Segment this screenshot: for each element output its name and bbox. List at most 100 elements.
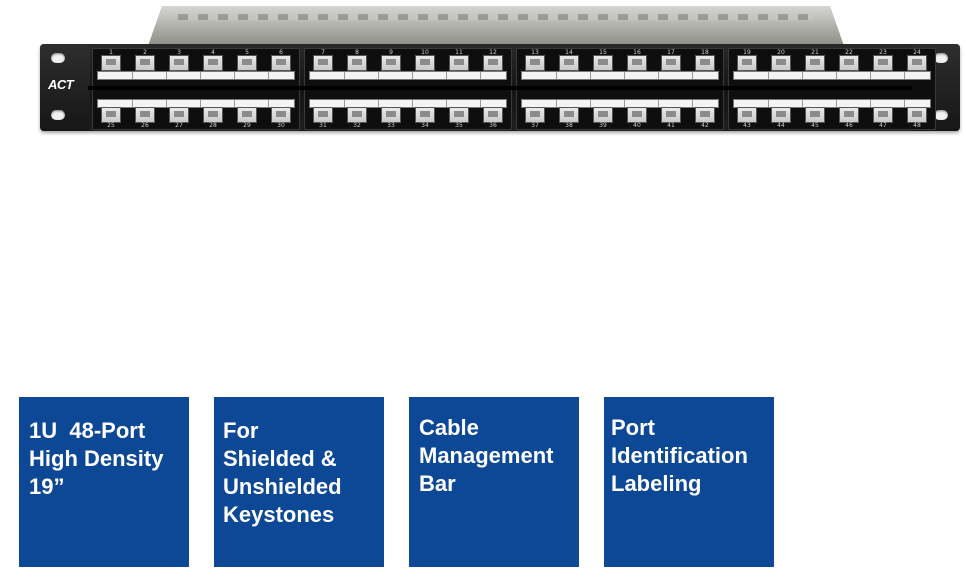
port-number: 21 — [811, 49, 819, 56]
port-number: 37 — [531, 122, 539, 129]
port-number: 36 — [489, 122, 497, 129]
keystone-port — [559, 107, 579, 123]
port-number: 11 — [455, 49, 463, 56]
port-number: 48 — [913, 122, 921, 129]
mounting-hole — [934, 53, 948, 63]
port-number: 1 — [109, 49, 113, 56]
port-number: 41 — [667, 122, 675, 129]
keystone-port — [203, 55, 223, 71]
keystone-port — [237, 107, 257, 123]
feature-box-keystones: For Shielded & Unshielded Keystones — [214, 397, 384, 567]
port-number: 38 — [565, 122, 573, 129]
port-number: 22 — [845, 49, 853, 56]
keystone-port — [593, 107, 613, 123]
keystone-port — [873, 107, 893, 123]
port-number: 10 — [421, 49, 429, 56]
port-number: 44 — [777, 122, 785, 129]
port-label-strip — [97, 99, 295, 108]
keystone-port — [525, 107, 545, 123]
mounting-hole — [51, 53, 65, 63]
port-number: 8 — [355, 49, 359, 56]
port-number: 42 — [701, 122, 709, 129]
port-number: 14 — [565, 49, 573, 56]
port-number: 13 — [531, 49, 539, 56]
keystone-port — [271, 107, 291, 123]
port-number: 47 — [879, 122, 887, 129]
keystone-port — [313, 107, 333, 123]
keystone-port — [559, 55, 579, 71]
keystone-port — [271, 55, 291, 71]
keystone-port — [695, 55, 715, 71]
keystone-port — [347, 107, 367, 123]
keystone-port — [593, 55, 613, 71]
keystone-port — [135, 55, 155, 71]
keystone-port — [627, 55, 647, 71]
port-number: 23 — [879, 49, 887, 56]
keystone-port — [771, 107, 791, 123]
feature-box-labeling: Port Identification Labeling — [604, 397, 774, 567]
port-number: 33 — [387, 122, 395, 129]
port-label-strip — [733, 99, 931, 108]
keystone-port — [135, 107, 155, 123]
feature-text: For Shielded & Unshielded Keystones — [223, 418, 342, 527]
keystone-port — [805, 107, 825, 123]
keystone-port — [449, 55, 469, 71]
keystone-port — [771, 55, 791, 71]
cable-management-bar — [88, 86, 912, 90]
keystone-port — [907, 55, 927, 71]
mounting-hole — [934, 110, 948, 120]
keystone-port — [737, 107, 757, 123]
port-number: 46 — [845, 122, 853, 129]
port-number: 6 — [279, 49, 283, 56]
keystone-port — [907, 107, 927, 123]
port-number: 28 — [209, 122, 217, 129]
port-label-strip — [97, 71, 295, 80]
keystone-port — [169, 55, 189, 71]
port-number: 24 — [913, 49, 921, 56]
port-number: 17 — [667, 49, 675, 56]
keystone-port — [661, 55, 681, 71]
port-number: 39 — [599, 122, 607, 129]
port-number: 35 — [455, 122, 463, 129]
brand-logo: ACT — [48, 77, 74, 92]
port-number: 40 — [633, 122, 641, 129]
keystone-port — [661, 107, 681, 123]
port-number: 20 — [777, 49, 785, 56]
keystone-port — [381, 107, 401, 123]
port-number: 12 — [489, 49, 497, 56]
rack-ear-left: ACT — [40, 44, 90, 131]
port-number: 32 — [353, 122, 361, 129]
keystone-port — [101, 107, 121, 123]
keystone-port — [169, 107, 189, 123]
keystone-port — [525, 55, 545, 71]
port-number: 43 — [743, 122, 751, 129]
port-label-strip — [309, 99, 507, 108]
mounting-hole — [51, 110, 65, 120]
port-number: 26 — [141, 122, 149, 129]
keystone-port — [415, 55, 435, 71]
port-number: 31 — [319, 122, 327, 129]
keystone-port — [347, 55, 367, 71]
keystone-port — [381, 55, 401, 71]
port-number: 27 — [175, 122, 183, 129]
port-number: 34 — [421, 122, 429, 129]
port-number: 16 — [633, 49, 641, 56]
feature-box-cable-management: Cable Management Bar — [409, 397, 579, 567]
port-number: 45 — [811, 122, 819, 129]
keystone-port — [737, 55, 757, 71]
port-number: 4 — [211, 49, 215, 56]
feature-text: Cable Management Bar — [419, 415, 554, 496]
keystone-port — [695, 107, 715, 123]
feature-text: 1U 48-Port High Density 19” — [29, 418, 164, 499]
keystone-port — [203, 107, 223, 123]
keystone-port — [237, 55, 257, 71]
keystone-port — [839, 55, 859, 71]
keystone-port — [873, 55, 893, 71]
port-number: 2 — [143, 49, 147, 56]
port-number: 29 — [243, 122, 251, 129]
port-number: 18 — [701, 49, 709, 56]
feature-box-ports: 1U 48-Port High Density 19” — [19, 397, 189, 567]
port-label-strip — [521, 99, 719, 108]
port-label-strip — [733, 71, 931, 80]
